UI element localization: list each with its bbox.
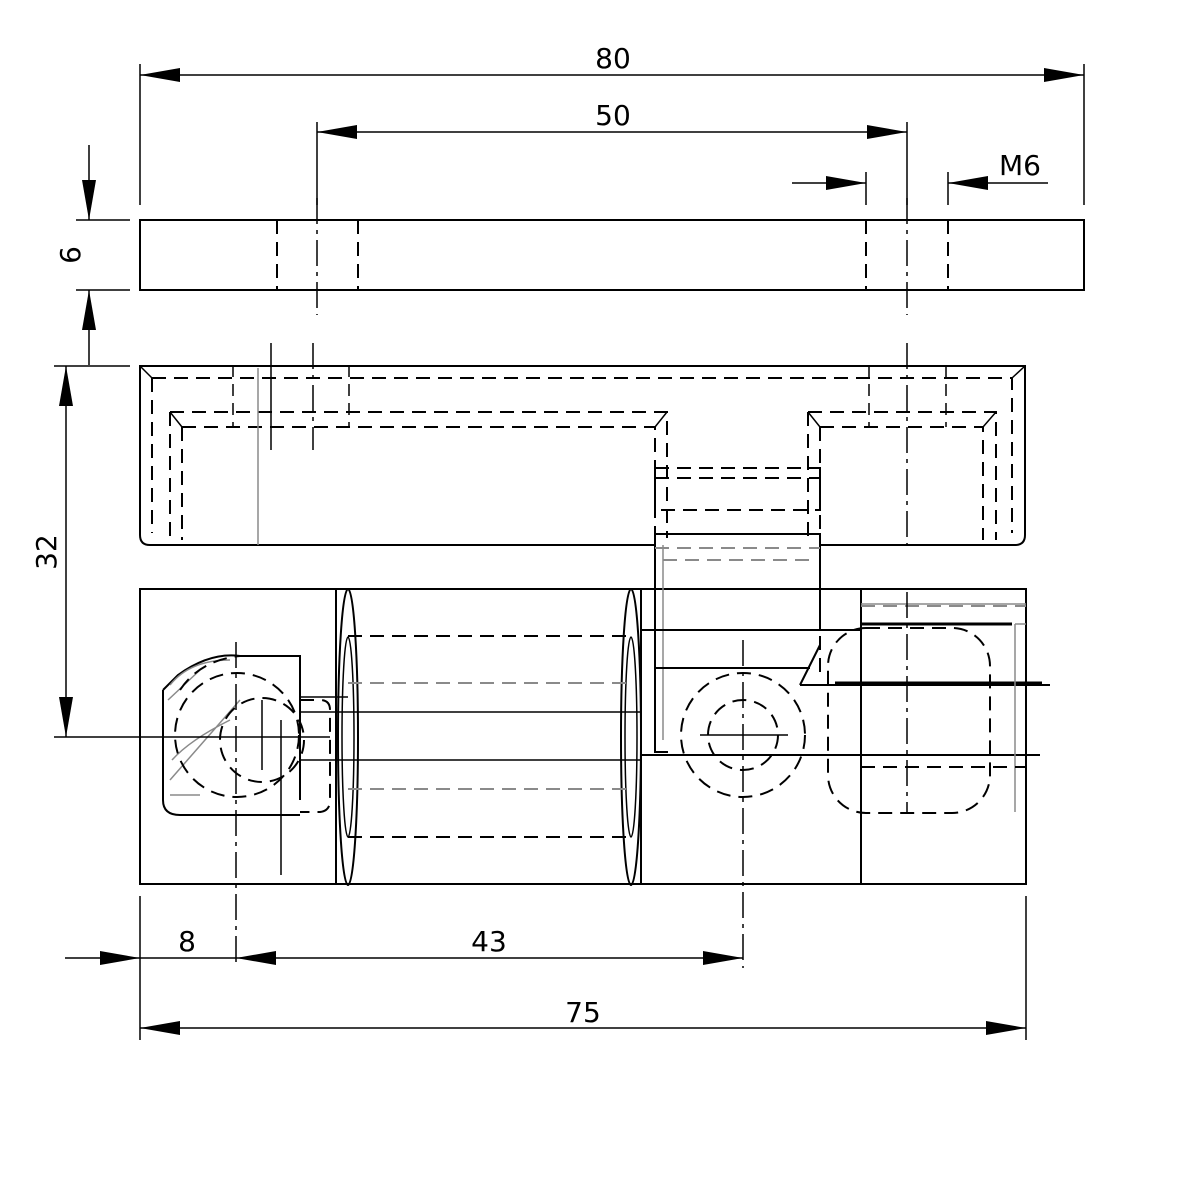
dim-label-75: 75 bbox=[565, 996, 601, 1029]
dim-label-m6: M6 bbox=[999, 149, 1041, 182]
dim-label-32: 32 bbox=[30, 534, 63, 570]
dimension-hole-spacing: 50 bbox=[316, 99, 908, 205]
dimension-thickness: 6 bbox=[54, 145, 130, 365]
top-view-plate bbox=[139, 198, 1085, 315]
dim-label-8: 8 bbox=[178, 925, 196, 958]
dim-label-6: 6 bbox=[54, 246, 87, 264]
dim-label-80: 80 bbox=[595, 42, 631, 75]
dimension-body-length: 75 bbox=[140, 996, 1026, 1035]
dimension-height: 32 bbox=[30, 365, 130, 738]
middle-view-profile bbox=[139, 343, 1026, 546]
dim-label-43: 43 bbox=[471, 925, 507, 958]
dim-label-50: 50 bbox=[595, 99, 631, 132]
dimension-offset-and-pivot: 8 43 bbox=[65, 896, 1027, 1040]
dimension-thread: M6 bbox=[792, 149, 1048, 205]
dimension-overall-length: 80 bbox=[139, 42, 1085, 205]
bottom-view-hinge bbox=[130, 545, 1050, 968]
